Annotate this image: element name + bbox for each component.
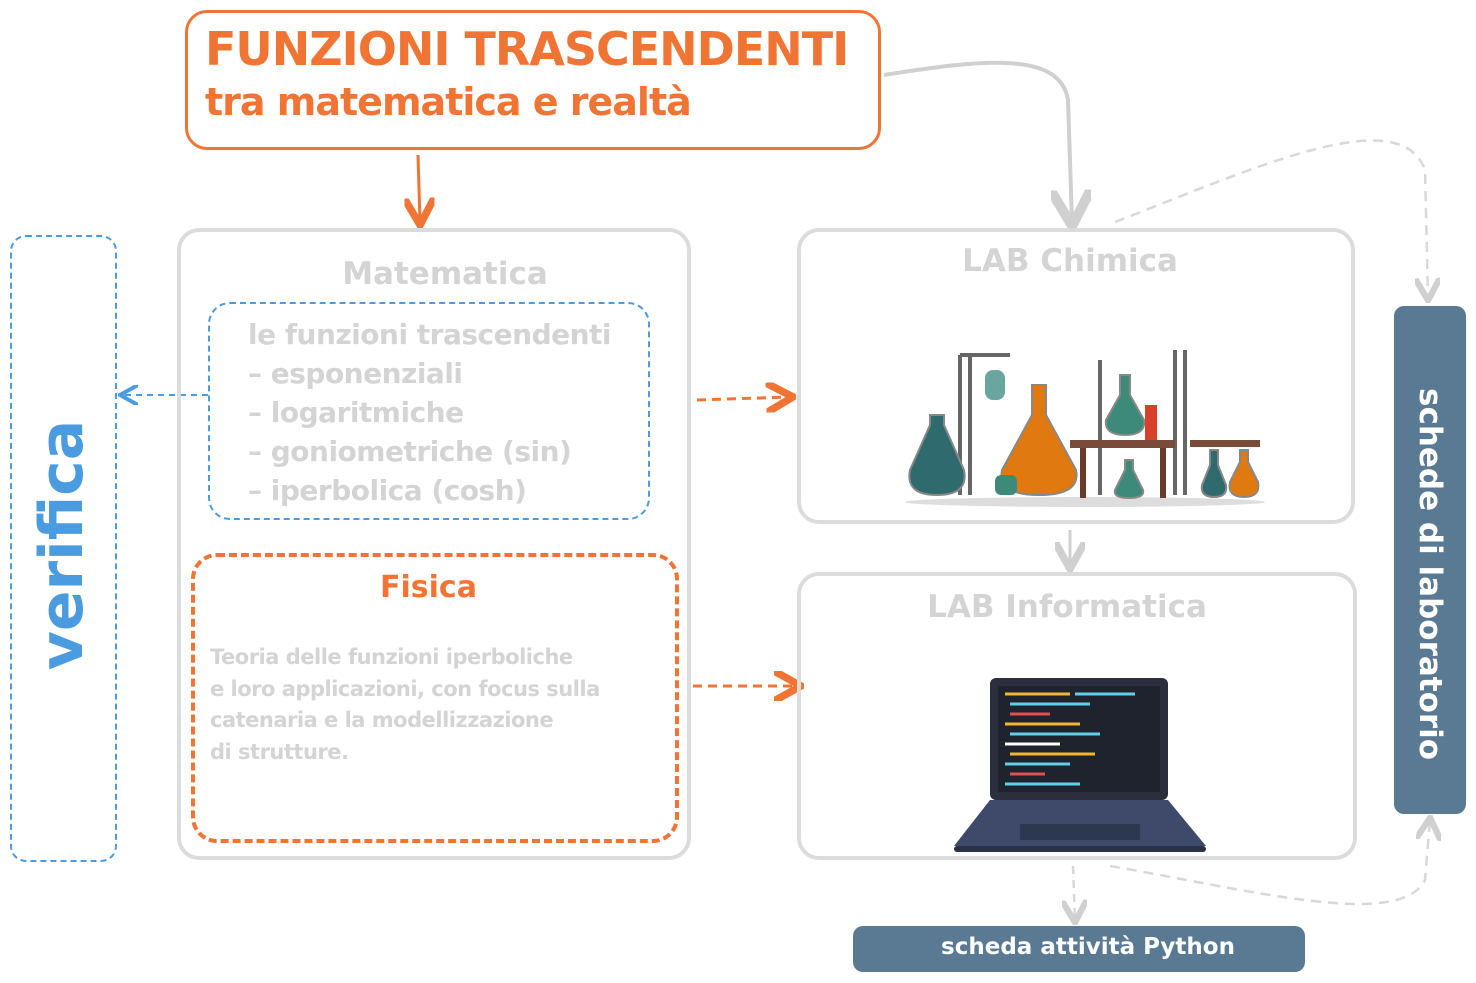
fisica-title: Fisica: [380, 570, 477, 605]
arrow-informatica-to-schede: [1109, 820, 1430, 906]
schede-laboratorio-box[interactable]: [1394, 306, 1466, 814]
matematica-box: [177, 228, 691, 860]
chemistry-lab-illustration: [905, 350, 1265, 507]
matematica-topics-box: [208, 302, 650, 520]
verifica-label: verifica: [27, 419, 97, 671]
topic-item: le funzioni trascendenti: [248, 318, 612, 351]
schede-laboratorio-label: schede di laboratorio: [1412, 388, 1448, 761]
laptop-illustration: [954, 678, 1206, 852]
fisica-text-line: Teoria delle funzioni iperboliche: [210, 645, 573, 669]
arrow-matematica-to-chimica: [696, 397, 790, 400]
lab-chimica-box: [797, 228, 1355, 524]
matematica-title: Matematica: [342, 256, 548, 292]
lab-chimica-title: LAB Chimica: [962, 243, 1178, 279]
subtitle: tra matematica e realtà: [205, 80, 692, 124]
fisica-text-line: catenaria e la modellizzazione: [210, 708, 554, 732]
lab-informatica-title: LAB Informatica: [927, 589, 1207, 625]
title-box: [185, 10, 881, 150]
scheda-python-box[interactable]: [853, 926, 1305, 972]
verifica-box[interactable]: [10, 235, 117, 862]
topic-item: – goniometriche (sin): [248, 435, 572, 468]
lab-informatica-box: [797, 572, 1357, 860]
arrow-title-to-matematica: [418, 154, 420, 222]
main-title: FUNZIONI TRASCENDENTI: [205, 22, 849, 76]
arrow-informatica-to-python: [1073, 865, 1075, 920]
topic-item: – logaritmiche: [248, 396, 464, 429]
fisica-box: [191, 553, 679, 843]
arrow-title-to-chimica: [883, 60, 1072, 222]
topic-item: – iperbolica (cosh): [248, 474, 527, 507]
fisica-text-line: e loro applicazioni, con focus sulla: [210, 677, 600, 701]
topic-item: – esponenziali: [248, 357, 463, 390]
scheda-python-label: scheda attività Python: [941, 934, 1235, 960]
fisica-text-line: di strutture.: [210, 740, 349, 764]
